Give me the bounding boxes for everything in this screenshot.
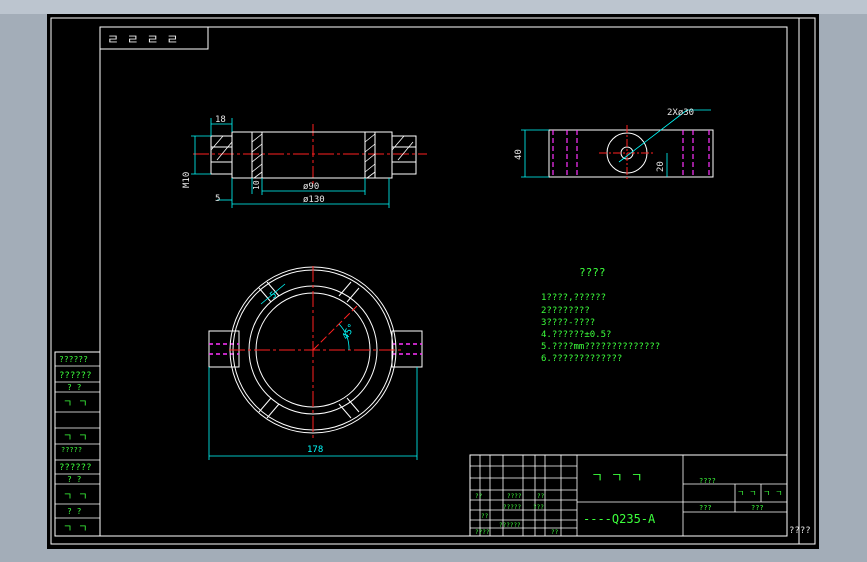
- dim-d130: ø130: [303, 195, 325, 205]
- plan-view: 5 45° 178: [208, 266, 423, 460]
- tech-req-title: ????: [579, 266, 606, 279]
- left-bolt-head: [210, 135, 233, 175]
- tech-req-2: 2????????: [541, 306, 590, 316]
- right-bolt-head: [391, 135, 417, 175]
- left-strip-0: ??????: [59, 355, 88, 364]
- tb-cell-2: ??????: [499, 522, 521, 529]
- left-strip-table: ?????? ?????? ? ? ㄱ ㄱ ㄱ ㄱ ????? ?????? ?…: [54, 351, 101, 537]
- tech-req-1: 1????,??????: [541, 293, 606, 303]
- tb-right-1: ㄱ ㄱ: [737, 489, 757, 498]
- drawing-canvas: ㄹ ㄹ ㄹ ㄹ: [50, 17, 816, 545]
- right-lug: [391, 330, 423, 368]
- left-strip-3: ㄱ ㄱ: [63, 399, 87, 410]
- outer-border: [50, 17, 816, 545]
- tb-right-4: ???: [751, 504, 764, 512]
- tb-right-2: ㄱ ㄱ: [763, 489, 783, 498]
- tb-cell-4: ??: [475, 493, 483, 500]
- dim-178: 178: [307, 445, 323, 455]
- left-strip-10: ㄱ ㄱ: [63, 524, 87, 535]
- left-strip-8: ㄱ ㄱ: [63, 492, 87, 503]
- tb-right-3: ???: [699, 504, 712, 512]
- tb-cell-0: ????: [507, 493, 522, 500]
- tb-cell-3: ????: [475, 529, 490, 536]
- tb-cell-1: ?????: [503, 504, 521, 511]
- dim-d90: ø90: [303, 182, 319, 192]
- workspace-top-strip: [0, 0, 867, 14]
- dim-2x30: 2Xø30: [667, 108, 694, 118]
- front-view: 18 M10 5 10 ø90 ø130: [182, 115, 427, 208]
- material-label: ----Q235-A: [583, 512, 656, 526]
- tb-cell-6: ???: [533, 504, 544, 511]
- corner-note: ????: [789, 526, 811, 536]
- left-strip-4: ㄱ ㄱ: [63, 433, 87, 444]
- dim-18: 18: [215, 115, 226, 125]
- side-body: [548, 129, 714, 178]
- tech-req-5: 5.????mm??????????????: [541, 342, 660, 352]
- dim-10: 10: [252, 180, 261, 190]
- dim-20: 20: [656, 161, 666, 172]
- dim-5: 5: [215, 194, 220, 204]
- tech-req-4: 4.??????±0.5?: [541, 330, 611, 340]
- dim-m10: M10: [182, 172, 192, 188]
- left-lug: [208, 330, 240, 368]
- left-strip-7: ? ?: [67, 475, 82, 484]
- tb-cell-5: ??: [537, 493, 545, 500]
- title-block: ㄱ ㄱ ㄱ ----Q235-A ???? ????? ?????? ???? …: [469, 454, 788, 537]
- dim-5-plan: 5: [269, 290, 280, 301]
- drawing-name-marks: ㄱ ㄱ ㄱ: [591, 471, 643, 486]
- dim-40: 40: [514, 149, 524, 160]
- inner-border: [99, 26, 788, 537]
- tb-cell-7: ??: [481, 513, 489, 520]
- left-strip-6: ??????: [59, 463, 92, 473]
- tech-req-3: 3????-????: [541, 318, 595, 328]
- dim-45: 45°: [341, 322, 358, 341]
- top-left-marks: ㄹ ㄹ ㄹ ㄹ: [107, 33, 178, 48]
- tb-cell-8: ??: [551, 529, 559, 536]
- side-view: 40 20 2Xø30: [514, 108, 714, 181]
- tb-right-0: ????: [699, 477, 716, 485]
- tech-req-6: 6.?????????????: [541, 354, 622, 364]
- drawing-sheet[interactable]: ㄹ ㄹ ㄹ ㄹ: [47, 14, 819, 549]
- left-strip-1: ??????: [59, 371, 92, 381]
- left-strip-5: ?????: [61, 446, 82, 454]
- tech-requirements: ???? 1????,?????? 2???????? 3????-???? 4…: [541, 266, 660, 364]
- left-strip-2: ? ?: [67, 383, 82, 392]
- left-strip-9: ? ?: [67, 507, 82, 516]
- top-left-mark-box: [99, 26, 209, 50]
